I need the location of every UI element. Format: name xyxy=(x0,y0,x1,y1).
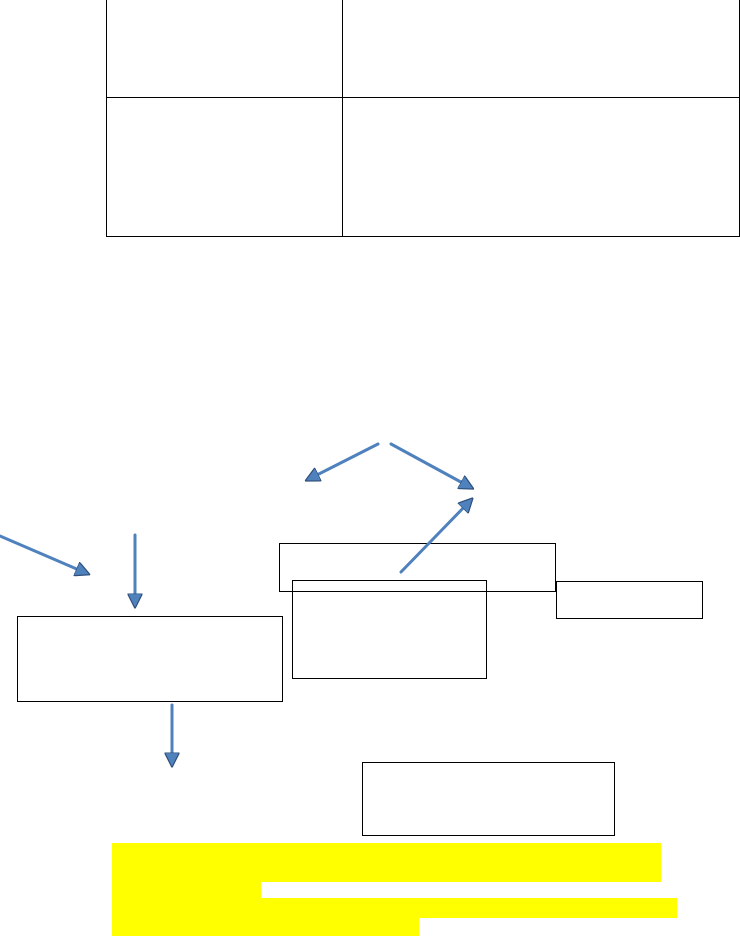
highlighted-note-line xyxy=(112,898,677,918)
highlighted-note-line xyxy=(112,843,661,882)
table-row xyxy=(106,97,740,237)
flow-box-center xyxy=(292,580,487,679)
table-cell xyxy=(342,97,740,237)
flow-box-bottom xyxy=(362,762,615,836)
table-cell xyxy=(106,97,343,237)
cell-text xyxy=(107,0,342,8)
cell-text xyxy=(107,98,342,106)
flow-box-right xyxy=(556,581,703,619)
info-table xyxy=(106,0,740,237)
arrow-split-right xyxy=(389,442,470,487)
highlighted-note-line xyxy=(112,918,419,936)
table-cell xyxy=(342,0,740,98)
arrow-left-diagonal xyxy=(0,534,86,573)
cell-text xyxy=(343,0,739,8)
arrow-split-left xyxy=(309,442,380,479)
flow-box-left xyxy=(17,616,283,702)
table-row xyxy=(106,0,740,98)
highlighted-note-line xyxy=(112,882,261,900)
cell-text xyxy=(343,98,739,106)
table-cell xyxy=(106,0,343,98)
